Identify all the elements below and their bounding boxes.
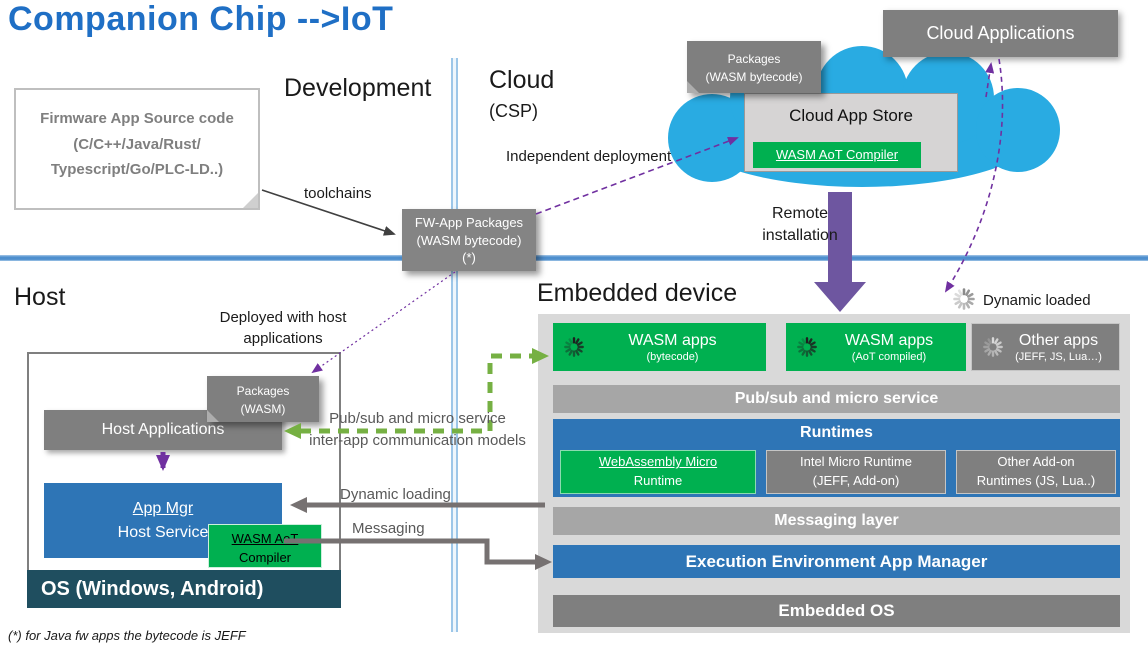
deployed-with-host-label: Deployed with host applications [219,309,347,347]
host-packages-line2: (WASM) [240,402,286,416]
app-title: WASM apps [844,331,934,349]
wasm-apps-aot-box: WASM apps (AoT compiled) [786,323,966,371]
app-title: Other apps [1018,331,1099,349]
page-title: Companion Chip -->IoT [8,0,394,38]
host-wasm-aot-compiler: WASM AoT Compiler [208,524,322,568]
app-subtitle: (AoT compiled) [851,350,927,363]
cloud-app-store-title: Cloud App Store [789,106,913,125]
cloud-applications-box: Cloud Applications [883,10,1118,57]
runtime-line1: Intel Micro Runtime [800,454,912,470]
host-packages-line1: Packages [236,384,290,398]
host-wasm-aot-line1: WASM AoT [231,531,299,546]
messaging-label: Messaging [352,520,425,537]
horizontal-divider [0,255,1148,261]
runtime-intel-box: Intel Micro Runtime (JEFF, Add-on) [766,450,946,494]
runtime-other-box: Other Add-on Runtimes (JS, Lua..) [956,450,1116,494]
runtime-wamr-box: WebAssembly Micro Runtime [560,450,756,494]
fw-app-packages-line1: FW-App Packages [414,215,524,230]
app-subtitle: (bytecode) [646,350,699,363]
footnote: (*) for Java fw apps the bytecode is JEF… [8,628,246,643]
app-box-text: WASM apps (AoT compiled) [818,332,966,363]
runtime-line2: (JEFF, Add-on) [812,473,900,488]
remote-installation-line1: Remote [771,205,829,222]
fw-app-packages-box: FW-App Packages (WASM bytecode) (*) [402,209,536,271]
runtimes-header: Runtimes [800,424,873,441]
fw-app-packages-line2: (WASM bytecode) [416,232,522,248]
loading-spinner-icon [982,336,1004,358]
heading-development: Development [284,74,432,102]
app-mgr-line1: App Mgr [132,499,194,517]
app-mgr-host-service-box: App Mgr Host Service [44,483,282,558]
dynamic-loaded-label: Dynamic loaded [983,292,1091,309]
heading-embedded-device: Embedded device [537,279,738,307]
dynamic-loading-label: Dynamic loading [340,486,451,503]
loading-spinner-icon [563,336,585,358]
embedded-os-bar: Embedded OS [553,595,1120,627]
app-subtitle: (JEFF, JS, Lua…) [1015,350,1102,363]
firmware-line1: Firmware App Source code [40,110,234,127]
heading-host: Host [14,283,66,311]
remote-installation-line2: installation [762,227,838,245]
firmware-line3: Typescript/Go/PLC-LD..) [50,161,224,178]
pubsub-models-line2: inter-app communication models [309,431,526,449]
execution-environment-bar: Execution Environment App Manager [553,545,1120,578]
app-mgr-line2: Host Service [117,523,209,541]
pubsub-bar: Pub/sub and micro service [553,385,1120,413]
cloud-packages-note: Packages (WASM bytecode) [687,41,821,93]
runtime-line1: Other Add-on [997,454,1075,470]
cloud-packages-line2: (WASM bytecode) [705,70,803,84]
cloud-app-store-box: Cloud App Store WASM AoT Compiler [744,93,958,172]
firmware-line2: (C/C++/Java/Rust/ [73,135,201,153]
cloud-packages-line1: Packages [727,52,781,66]
cloud-wasm-aot-compiler: WASM AoT Compiler [753,142,921,168]
app-box-text: WASM apps (bytecode) [585,332,766,363]
loading-spinner-icon [796,336,818,358]
runtime-line1: WebAssembly Micro [598,454,718,470]
messaging-layer-bar: Messaging layer [553,507,1120,535]
fw-app-packages-line3: (*) [462,250,476,266]
remote-installation-label: Remote installation [750,203,850,248]
runtime-line2: Runtimes (JS, Lua..) [976,473,1096,488]
firmware-source-box: Firmware App Source code (C/C++/Java/Rus… [14,88,260,210]
other-apps-box: Other apps (JEFF, JS, Lua…) [971,323,1120,371]
store-to-cloud-apps-arrow [985,62,995,98]
pubsub-models-label: Pub/sub and micro service inter-app comm… [290,408,545,452]
runtime-line2: Runtime [633,473,683,488]
heading-cloud-csp: (CSP) [489,101,538,121]
loading-spinner-icon [952,287,976,311]
heading-cloud: Cloud [489,66,555,94]
app-box-text: Other apps (JEFF, JS, Lua…) [1004,332,1119,363]
app-title: WASM apps [628,331,717,349]
toolchains-label: toolchains [304,185,372,202]
independent-deployment-label: Independent deployment [506,148,672,165]
vertical-divider [451,58,458,632]
host-os-bar: OS (Windows, Android) [27,570,341,608]
host-wasm-aot-line2: Compiler [238,549,291,565]
pubsub-models-line1: Pub/sub and micro service [329,410,506,427]
wasm-apps-bytecode-box: WASM apps (bytecode) [553,323,766,371]
